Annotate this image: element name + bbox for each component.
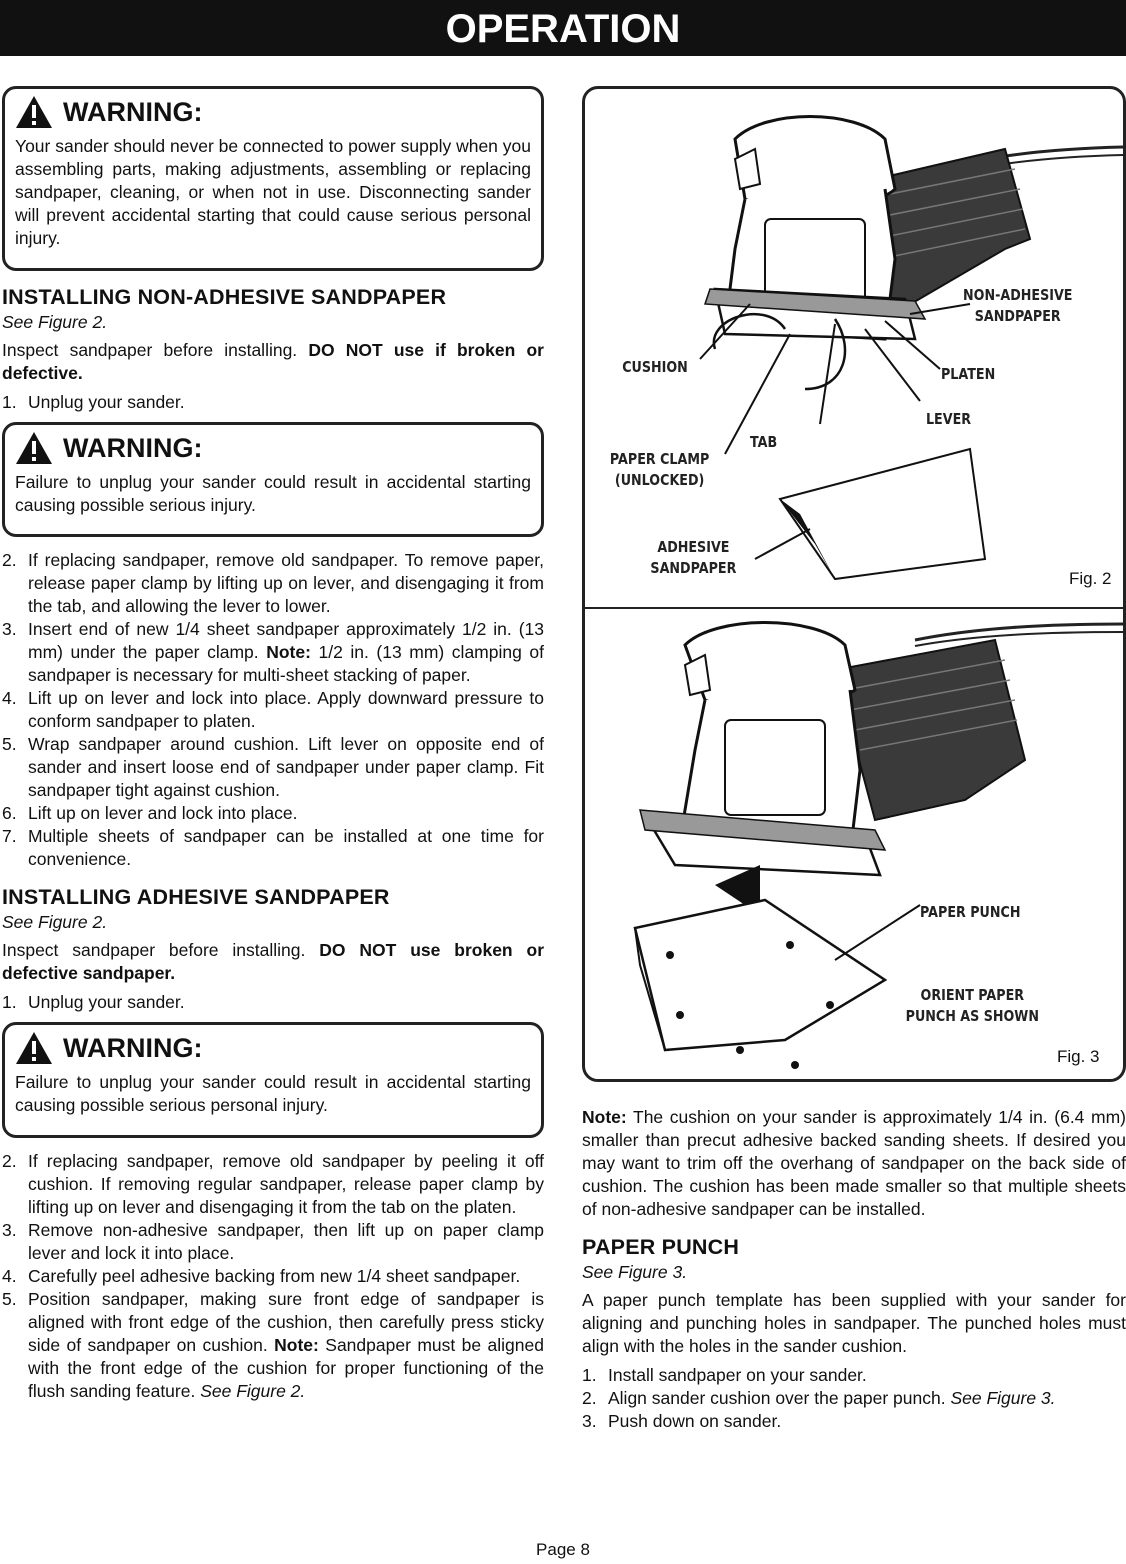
list-item: 4.Carefully peel adhesive backing from n… — [2, 1266, 521, 1286]
list-item: 7.Multiple sheets of sandpaper can be in… — [2, 826, 544, 869]
sander-illustration-fig3 — [633, 621, 1123, 1069]
warning-label: WARNING: — [63, 1032, 203, 1063]
steps-list-b: 2.If replacing sandpaper, remove old san… — [2, 549, 544, 871]
right-column-text: Note: The cushion on your sander is appr… — [582, 1106, 1126, 1433]
section-heading-paper-punch: PAPER PUNCH — [582, 1235, 740, 1259]
warning-triangle-icon — [16, 432, 52, 464]
warning-triangle-icon — [16, 96, 52, 128]
steps-list-d: 2.If replacing sandpaper, remove old san… — [2, 1150, 544, 1403]
list-item: 3.Push down on sander. — [582, 1411, 782, 1431]
page-header: OPERATION — [0, 0, 1126, 56]
figure-reference: See Figure 3. — [582, 1262, 688, 1282]
label-paper-clamp: PAPER CLAMP (UNLOCKED) — [609, 450, 710, 489]
list-item: 5.Position sandpaper, making sure front … — [2, 1289, 544, 1401]
warning-box-unplug: WARNING: Failure to unplug your sander c… — [2, 422, 544, 537]
list-item: 2.Align sander cushion over the paper pu… — [582, 1388, 1056, 1408]
list-item: 1.Install sandpaper on your sander. — [582, 1365, 867, 1385]
label-non-adhesive-sandpaper: NON-ADHESIVE SANDPAPER — [963, 286, 1073, 325]
label-paper-punch: PAPER PUNCH — [920, 903, 1021, 921]
list-item: 3.Insert end of new 1/4 sheet sandpaper … — [2, 619, 544, 685]
list-item: 1.Unplug your sander. — [2, 392, 185, 412]
label-tab: TAB — [749, 433, 778, 451]
figure-divider — [585, 607, 1123, 609]
warning-label: WARNING: — [63, 96, 203, 127]
label-cushion: CUSHION — [622, 358, 688, 376]
page-number: Page 8 — [536, 1540, 590, 1559]
steps-list-c: 1.Unplug your sander. — [2, 991, 544, 1014]
left-column: WARNING: Your sander should never be con… — [2, 86, 544, 1403]
list-item: 6.Lift up on lever and lock into place. — [2, 803, 298, 823]
list-item: 4.Lift up on lever and lock into place. … — [2, 688, 544, 731]
label-lever: LEVER — [925, 410, 972, 428]
list-item: 3.Remove non-adhesive sandpaper, then li… — [2, 1220, 544, 1263]
steps-list-a: 1.Unplug your sander. — [2, 391, 544, 414]
warning-box-unplug-2: WARNING: Failure to unplug your sander c… — [2, 1022, 544, 1138]
figure-caption-3: Fig. 3 — [1057, 1047, 1100, 1066]
label-orient-paper-punch: ORIENT PAPER PUNCH AS SHOWN — [905, 986, 1039, 1025]
list-item: 1.Unplug your sander. — [2, 992, 185, 1012]
sander-illustration-fig2 — [699, 115, 1123, 581]
page-title: OPERATION — [445, 7, 681, 51]
warning-label: WARNING: — [63, 432, 203, 463]
inspect-instruction: Inspect sandpaper before installing. DO … — [2, 940, 545, 983]
warning-text: Your sander should never be connected to… — [15, 136, 531, 248]
figure-panel: NON-ADHESIVE SANDPAPER CUSHION PLATEN LE… — [582, 86, 1126, 1082]
inspect-instruction: Inspect sandpaper before installing. DO … — [2, 340, 544, 383]
figure-reference: See Figure 2. — [2, 912, 108, 932]
warning-triangle-icon — [16, 1032, 52, 1064]
label-platen: PLATEN — [940, 365, 996, 383]
label-adhesive-sandpaper: ADHESIVE SANDPAPER — [650, 538, 737, 577]
warning-text: Failure to unplug your sander could resu… — [15, 1072, 531, 1115]
section-heading-non-adhesive: INSTALLING NON-ADHESIVE SANDPAPER — [2, 285, 447, 309]
warning-box-power: WARNING: Your sander should never be con… — [2, 86, 544, 271]
steps-list-punch: 1.Install sandpaper on your sander. 2.Al… — [582, 1364, 1126, 1433]
section-heading-adhesive: INSTALLING ADHESIVE SANDPAPER — [2, 885, 390, 909]
list-item: 2.If replacing sandpaper, remove old san… — [2, 550, 544, 616]
paper-punch-intro: A paper punch template has been supplied… — [582, 1290, 1126, 1356]
warning-text: Failure to unplug your sander could resu… — [15, 472, 531, 515]
list-item: 5.Wrap sandpaper around cushion. Lift le… — [2, 734, 544, 800]
list-item: 2.If replacing sandpaper, remove old san… — [2, 1151, 544, 1217]
figure-caption-2: Fig. 2 — [1069, 569, 1112, 588]
cushion-note: Note: The cushion on your sander is appr… — [582, 1107, 1126, 1219]
figure-reference: See Figure 2. — [2, 312, 108, 332]
